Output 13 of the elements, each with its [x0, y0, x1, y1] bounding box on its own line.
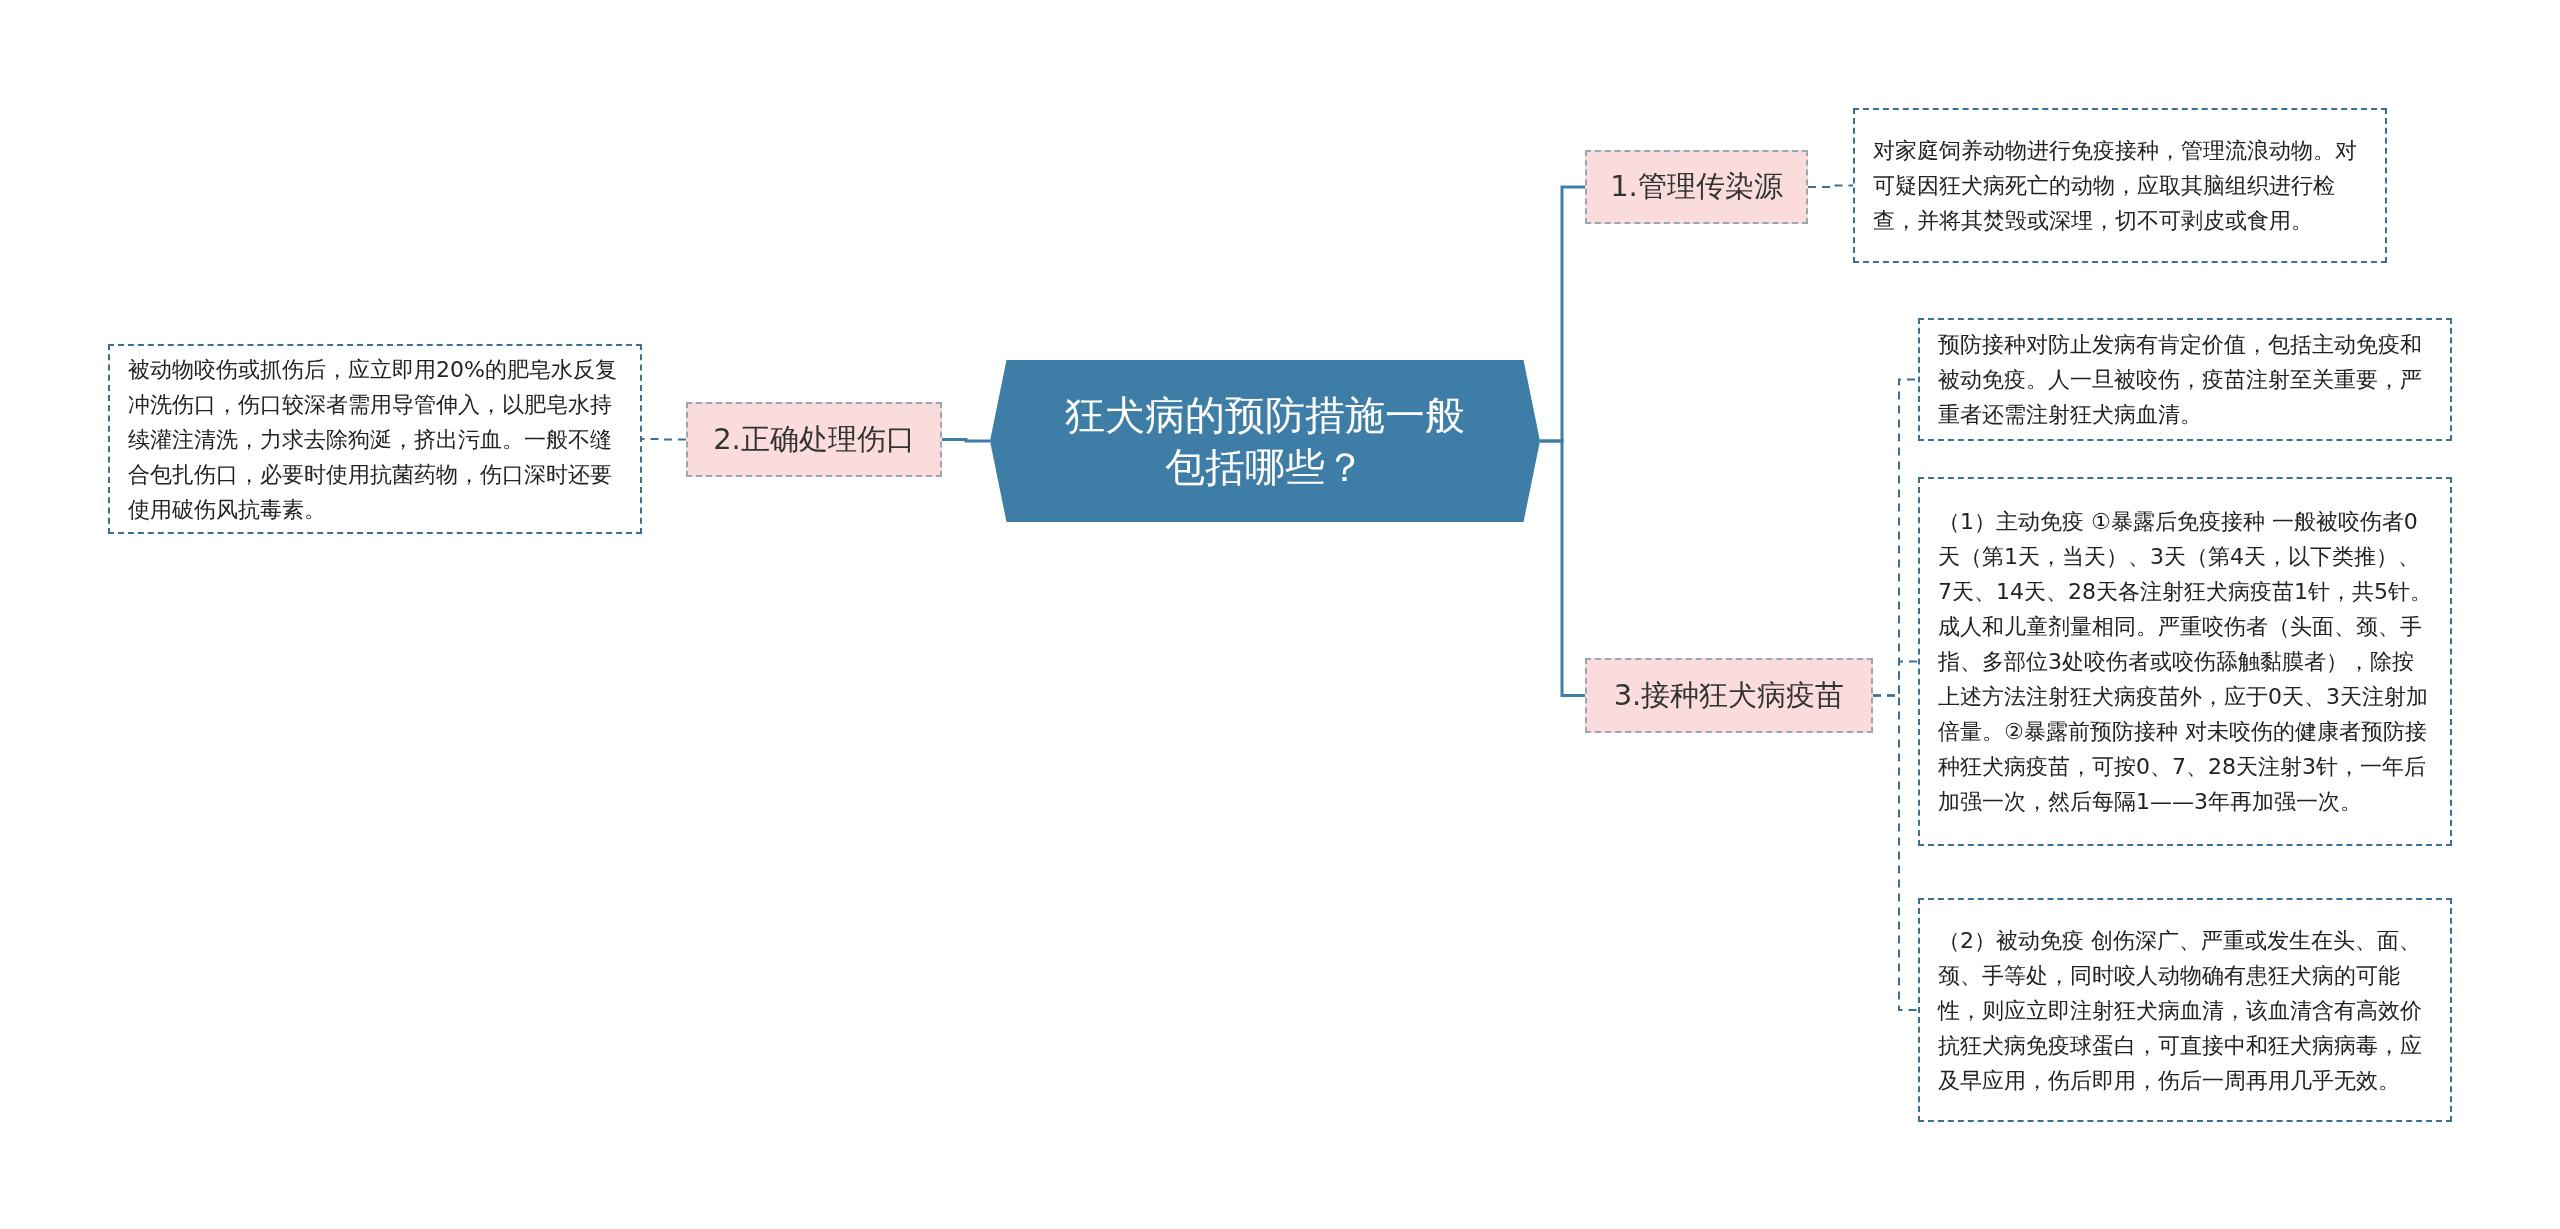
note-box: 对家庭饲养动物进行免疫接种，管理流浪动物。对可疑因狂犬病死亡的动物，应取其脑组织进行检查，并将其焚毁或深埋，切不可剥皮或食用。 [1853, 108, 2387, 263]
connector-line [1872, 694, 1919, 1011]
connector-line [1540, 439, 1585, 697]
connector-line [1807, 184, 1854, 188]
branch-box: 3.接种狂犬病疫苗 [1585, 658, 1873, 733]
note-box: 被动物咬伤或抓伤后，应立即用20%的肥皂水反复冲洗伤口，伤口较深者需用导管伸入，以肥皂水持续灌注清洗，力求去除狗涎，挤出污血。一般不缝合包扎伤口，必要时使用抗菌药物，伤口深时还要使用破伤风抗毒素。 [108, 344, 642, 534]
note-box: （2）被动免疫 创伤深广、严重或发生在头、面、颈、手等处，同时咬人动物确有患狂犬病的可能性，则应立即注射狂犬病血清，该血清含有高效价抗狂犬病免疫球蛋白，可直接中和狂犬病病毒，应及早应用，伤后即用，伤后一周再用几乎无效。 [1918, 898, 2452, 1122]
note-box: （1）主动免疫 ①暴露后免疫接种 一般被咬伤者0天（第1天，当天）、3天（第4天，以下类推）、7天、14天、28天各注射狂犬病疫苗1针，共5针。成人和儿童剂量相同。严重咬伤者（头面、颈、手指、多部位3处咬伤者或咬伤舔触黏膜者），除按上述方法注射狂犬病疫苗外，应于0天、3天注射加倍量。②暴露前预防接种 对未咬伤的健康者预防接种狂犬病疫苗，可按0、7、28天注射3针，一年后加强一次，然后每隔1——3年再加强一次。 [1918, 477, 2452, 846]
connector-line [942, 438, 990, 443]
branch-box: 1.管理传染源 [1585, 150, 1808, 224]
branch-box: 2.正确处理伤口 [686, 402, 942, 477]
note-box: 预防接种对防止发病有肯定价值，包括主动免疫和被动免疫。人一旦被咬伤，疫苗注射至关重要，严重者还需注射狂犬病血清。 [1918, 318, 2452, 441]
connector-line [641, 438, 687, 441]
